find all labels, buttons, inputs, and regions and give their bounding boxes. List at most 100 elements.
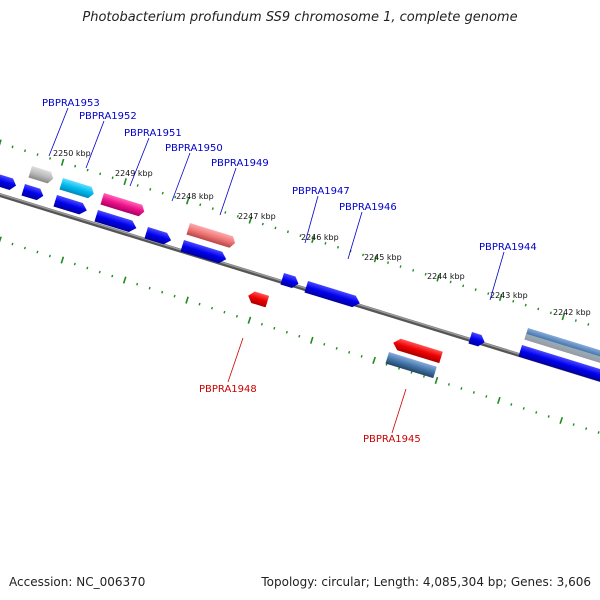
- minor-tick: [524, 303, 527, 307]
- major-tick: [309, 336, 314, 344]
- minor-tick: [522, 407, 525, 410]
- minor-tick: [48, 254, 51, 258]
- minor-tick: [572, 423, 575, 426]
- major-tick: [434, 376, 439, 384]
- gene-label-pbpra1953[interactable]: PBPRA1953: [42, 98, 100, 109]
- minor-tick: [98, 270, 101, 274]
- major-tick: [311, 235, 315, 244]
- major-tick: [123, 178, 127, 186]
- label-callouts: [48, 107, 505, 434]
- gene-label-pbpra1948[interactable]: PBPRA1948: [199, 384, 257, 395]
- minor-tick: [36, 250, 39, 254]
- minor-tick: [547, 415, 550, 418]
- gene-feature[interactable]: [186, 223, 236, 249]
- minor-tick: [462, 284, 465, 288]
- gene-feature[interactable]: [144, 227, 172, 246]
- major-tick: [60, 256, 65, 264]
- minor-tick: [149, 187, 152, 191]
- gene-feature[interactable]: [468, 332, 486, 348]
- major-tick: [497, 396, 501, 405]
- minor-tick: [111, 274, 114, 278]
- minor-tick: [512, 299, 515, 303]
- minor-tick: [23, 246, 26, 250]
- scale-label: 2247 kbp: [238, 212, 276, 221]
- gene-feature[interactable]: [524, 328, 600, 363]
- scale-label: 2249 kbp: [115, 169, 153, 178]
- major-tick: [248, 216, 253, 224]
- gene-feature[interactable]: [28, 166, 54, 185]
- major-tick: [185, 197, 190, 205]
- gene-feature[interactable]: [304, 281, 361, 309]
- gene-feature[interactable]: [100, 193, 146, 217]
- minor-tick: [273, 326, 276, 330]
- minor-tick: [424, 272, 427, 276]
- gene-feature[interactable]: [59, 178, 95, 199]
- major-tick: [185, 296, 189, 304]
- minor-tick: [323, 342, 326, 346]
- minor-tick: [210, 306, 214, 310]
- minor-tick: [387, 261, 390, 265]
- gene-label-pbpra1946[interactable]: PBPRA1946: [339, 202, 397, 213]
- minor-tick: [49, 157, 52, 160]
- gene-feature[interactable]: [21, 184, 45, 202]
- gene-feature[interactable]: [518, 345, 600, 382]
- minor-tick: [285, 330, 288, 334]
- minor-tick: [261, 222, 264, 226]
- gene-feature[interactable]: [246, 290, 270, 308]
- gene-label-pbpra1951[interactable]: PBPRA1951: [124, 128, 182, 139]
- scale-label: 2245 kbp: [364, 253, 402, 262]
- gene-feature[interactable]: [0, 172, 18, 191]
- major-tick: [0, 139, 2, 146]
- minor-tick: [474, 288, 477, 292]
- minor-tick: [362, 253, 365, 257]
- minor-tick: [161, 290, 164, 294]
- major-tick: [436, 274, 440, 282]
- gene-label-pbpra1945[interactable]: PBPRA1945: [363, 434, 421, 445]
- gene-label-pbpra1947[interactable]: PBPRA1947: [292, 186, 350, 197]
- scale-label: 2250 kbp: [53, 149, 91, 158]
- scale-labels: 2250 kbp 2249 kbp 2248 kbp 2247 kbp 2246…: [53, 149, 591, 317]
- scale-label: 2243 kbp: [490, 291, 528, 300]
- gene-feature[interactable]: [180, 240, 227, 265]
- minor-tick: [11, 242, 14, 246]
- minor-tick: [597, 431, 600, 434]
- minor-tick: [449, 280, 452, 284]
- minor-tick: [136, 184, 139, 187]
- minor-tick: [348, 350, 351, 354]
- major-tick: [498, 293, 503, 301]
- minor-tick: [286, 230, 289, 234]
- minor-tick: [274, 226, 277, 230]
- scale-label: 2248 kbp: [176, 192, 214, 201]
- minor-tick: [224, 211, 227, 214]
- accession-text: Accession: NC_006370: [9, 575, 146, 589]
- scale-label: 2246 kbp: [301, 233, 339, 242]
- minor-tick: [86, 168, 89, 172]
- minor-tick: [537, 307, 540, 311]
- minor-tick: [260, 322, 263, 326]
- minor-tick: [223, 310, 226, 314]
- gene-feature[interactable]: [385, 352, 437, 379]
- minor-tick: [485, 395, 488, 398]
- gene-feature[interactable]: [53, 195, 88, 216]
- minor-tick: [198, 302, 201, 306]
- minor-tick: [549, 311, 552, 315]
- gene-label-pbpra1944[interactable]: PBPRA1944: [479, 242, 537, 253]
- minor-tick: [136, 282, 139, 286]
- forward-strand-features: [0, 166, 600, 382]
- minor-tick: [472, 391, 475, 394]
- minor-tick: [199, 203, 202, 207]
- minor-tick: [324, 241, 327, 245]
- minor-tick: [298, 334, 301, 338]
- minor-tick: [447, 383, 450, 386]
- gene-feature[interactable]: [391, 337, 443, 364]
- minor-tick: [412, 268, 415, 272]
- minor-tick: [11, 145, 14, 149]
- gene-label-pbpra1952[interactable]: PBPRA1952: [79, 111, 137, 122]
- gene-label-pbpra1950[interactable]: PBPRA1950: [165, 143, 223, 154]
- gene-label-pbpra1949[interactable]: PBPRA1949: [211, 158, 269, 169]
- gene-feature[interactable]: [94, 210, 138, 234]
- minor-tick: [236, 214, 239, 218]
- gene-feature[interactable]: [280, 273, 300, 289]
- minor-tick: [585, 427, 588, 430]
